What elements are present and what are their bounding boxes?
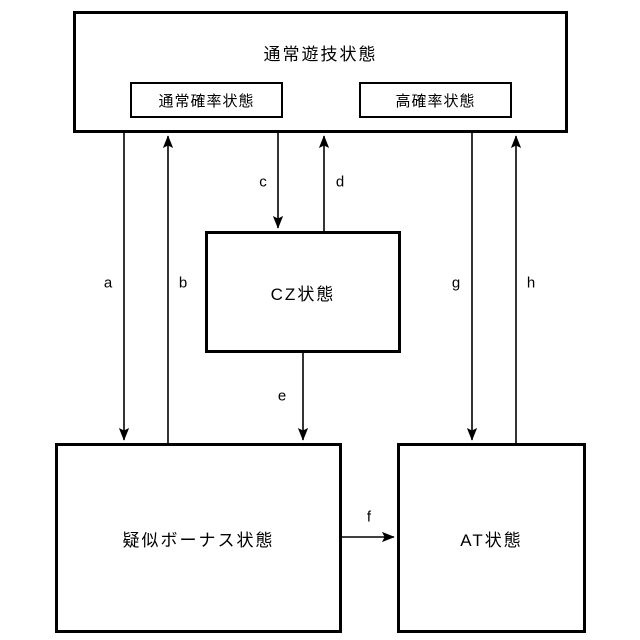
node-pseudo-bonus-state-label: 疑似ボーナス状態 <box>122 530 275 550</box>
edge-label-h: h <box>526 274 536 292</box>
node-high-probability-state[interactable]: 高確率状態 <box>359 82 512 118</box>
edge-label-g: g <box>451 274 461 292</box>
edge-label-b: b <box>178 274 188 292</box>
node-normal-probability-state[interactable]: 通常確率状態 <box>130 82 283 118</box>
edge-label-f: f <box>366 508 372 526</box>
node-at-state[interactable]: AT状態 <box>397 443 586 633</box>
node-cz-state-label: CZ状態 <box>270 284 336 304</box>
node-at-state-label: AT状態 <box>460 530 523 550</box>
node-normal-probability-state-label: 通常確率状態 <box>158 92 255 110</box>
edge-label-c: c <box>259 173 267 191</box>
edge-label-e: e <box>277 387 287 405</box>
node-pseudo-bonus-state[interactable]: 疑似ボーナス状態 <box>55 443 342 633</box>
edge-label-d: d <box>335 173 345 191</box>
edge-label-a: a <box>103 274 113 292</box>
node-cz-state[interactable]: CZ状態 <box>205 231 401 353</box>
node-normal-game-state-label: 通常遊技状態 <box>263 45 378 64</box>
node-high-probability-state-label: 高確率状態 <box>395 92 476 110</box>
